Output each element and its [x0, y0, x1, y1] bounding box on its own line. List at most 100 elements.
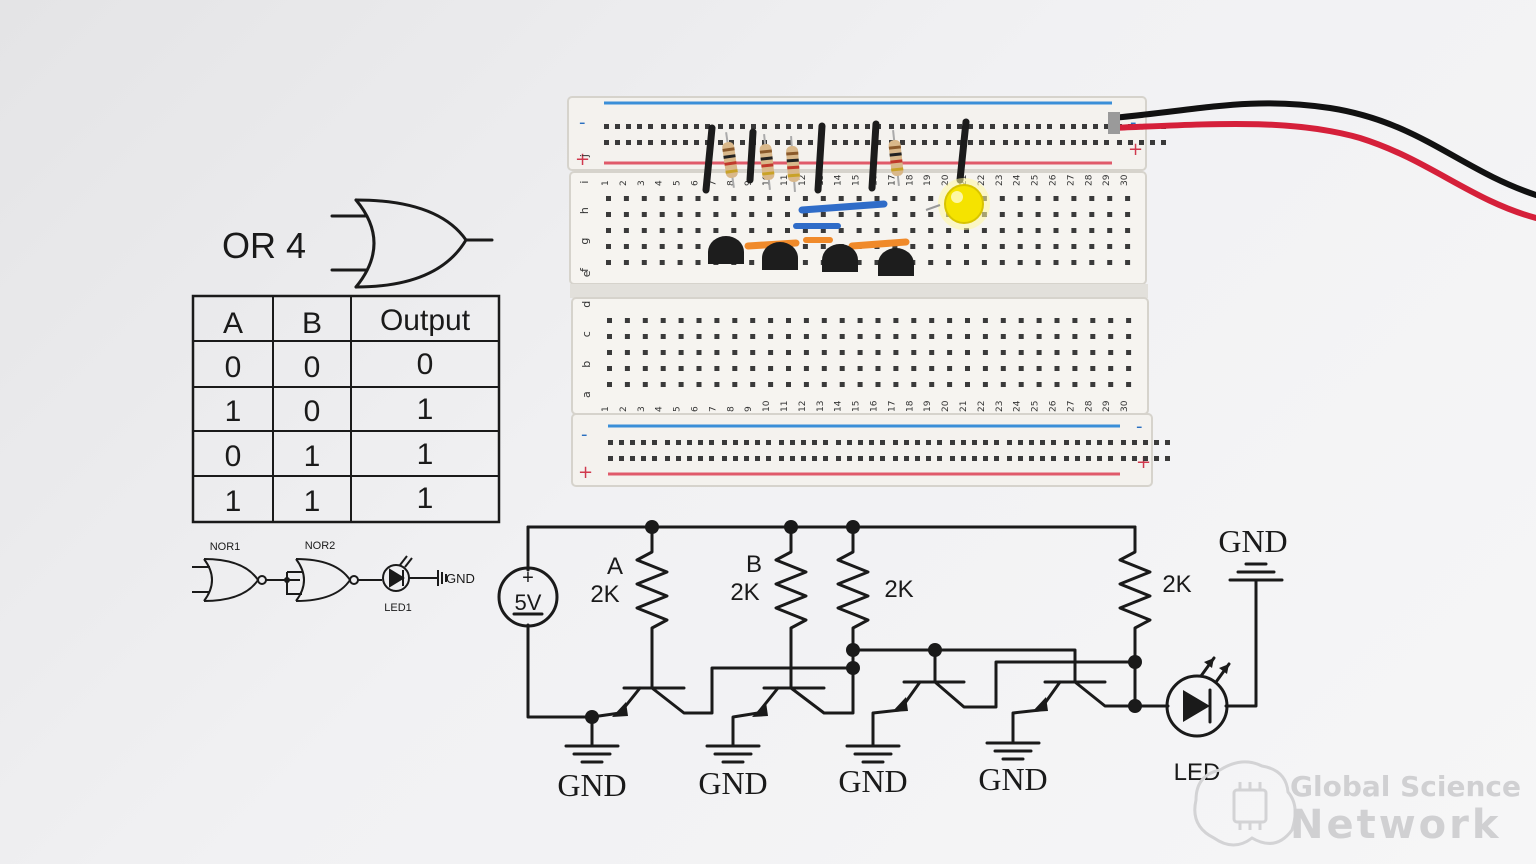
breadboard-hole [964, 228, 969, 233]
breadboard-hole [802, 228, 808, 233]
breadboard-hole [857, 350, 863, 355]
column-number: 2 [619, 406, 629, 412]
breadboard-hole [641, 196, 647, 201]
column-number: 24 [1013, 400, 1023, 412]
breadboard-hole [696, 350, 702, 355]
breadboard-led [925, 178, 990, 230]
breadboard-hole [749, 212, 755, 217]
breadboard-hole [606, 244, 611, 249]
breadboard-hole [696, 366, 702, 371]
breadboard-hole [880, 456, 885, 461]
breadboard-hole [1071, 212, 1077, 217]
breadboard-hole [1075, 456, 1080, 461]
nor-logic-circuit: NOR1 NOR2 GND LED1 [192, 540, 475, 614]
breadboard-hole [874, 228, 880, 233]
ground-label: GND [838, 763, 907, 799]
breadboard-hole [678, 350, 684, 355]
breadboard-hole [823, 456, 828, 461]
breadboard-hole [1072, 382, 1078, 387]
breadboard-hole [972, 456, 977, 461]
breadboard-hole [678, 334, 684, 339]
rail-minus-sign: - [1130, 112, 1137, 133]
table-header-output: Output [380, 304, 471, 337]
column-number: 11 [780, 175, 790, 186]
column-number: 2 [619, 180, 629, 186]
breadboard-hole [832, 140, 837, 145]
breadboard-hole [1017, 228, 1023, 233]
breadboard-hole [990, 140, 995, 145]
breadboard-hole [910, 228, 916, 233]
breadboard-hole [740, 140, 745, 145]
breadboard-hole [858, 440, 863, 445]
breadboard-hole [619, 440, 624, 445]
breadboard-hole [926, 440, 931, 445]
breadboard-hole [1054, 366, 1060, 371]
breadboard-hole [876, 140, 881, 145]
breadboard-hole [1097, 456, 1102, 461]
breadboard-hole [604, 140, 609, 145]
breadboard-hole [802, 212, 808, 217]
breadboard-hole [911, 366, 917, 371]
breadboard-hole [928, 196, 934, 201]
ground-label: GND [557, 767, 626, 803]
breadboard-hole [990, 124, 995, 129]
breadboard-hole [775, 140, 780, 145]
led1-label: LED1 [384, 602, 412, 614]
breadboard-hole [1036, 350, 1042, 355]
breadboard-hole [999, 196, 1005, 201]
breadboard-hole [1090, 334, 1096, 339]
breadboard-hole [672, 124, 677, 129]
breadboard-hole [1018, 334, 1024, 339]
breadboard-hole [928, 212, 934, 217]
breadboard-hole [1071, 124, 1076, 129]
breadboard-hole [928, 228, 934, 233]
breadboard-hole [957, 140, 962, 145]
breadboard-hole [839, 382, 845, 387]
breadboard-hole [623, 212, 629, 217]
breadboard-hole [893, 318, 899, 323]
table-cell: 0 [304, 395, 321, 428]
breadboard-hole [1018, 366, 1024, 371]
breadboard-hole [755, 440, 760, 445]
nor-ground-label: GND [446, 571, 475, 586]
breadboard-hole [775, 124, 780, 129]
breadboard-hole [637, 124, 642, 129]
breadboard-hole [1007, 440, 1012, 445]
breadboard-hole [749, 196, 755, 201]
breadboard-hole [1047, 124, 1052, 129]
breadboard-hole [630, 456, 635, 461]
breadboard-hole [1107, 212, 1113, 217]
breadboard-hole [1051, 456, 1056, 461]
breadboard-hole [892, 196, 898, 201]
breadboard-hole [843, 140, 848, 145]
breadboard-hole [889, 124, 894, 129]
breadboard-hole [1108, 440, 1113, 445]
column-number: 6 [691, 180, 701, 186]
breadboard-hole [659, 196, 665, 201]
breadboard-hole [695, 260, 701, 265]
breadboard-hole [698, 440, 703, 445]
breadboard-hole [820, 228, 826, 233]
column-number: 28 [1084, 174, 1094, 186]
breadboard-hole [802, 196, 808, 201]
breadboard-hole [1117, 140, 1122, 145]
breadboard-hole [947, 382, 953, 387]
breadboard-hole [642, 366, 648, 371]
breadboard-hole [606, 260, 611, 265]
breadboard-hole [695, 196, 701, 201]
breadboard-hole [604, 124, 609, 129]
breadboard-hole [801, 440, 806, 445]
nor1-label: NOR1 [210, 541, 241, 553]
breadboard-hole [820, 196, 826, 201]
breadboard-hole [803, 350, 809, 355]
breadboard-hole [642, 382, 648, 387]
breadboard-hole [1097, 440, 1102, 445]
breadboard-hole [606, 228, 611, 233]
breadboard-hole [961, 456, 966, 461]
breadboard-hole [641, 228, 647, 233]
breadboard-hole [766, 456, 771, 461]
breadboard-hole [965, 382, 970, 387]
breadboard-hole [1053, 212, 1059, 217]
breadboard-hole [683, 140, 688, 145]
breadboard-hole [1060, 140, 1065, 145]
